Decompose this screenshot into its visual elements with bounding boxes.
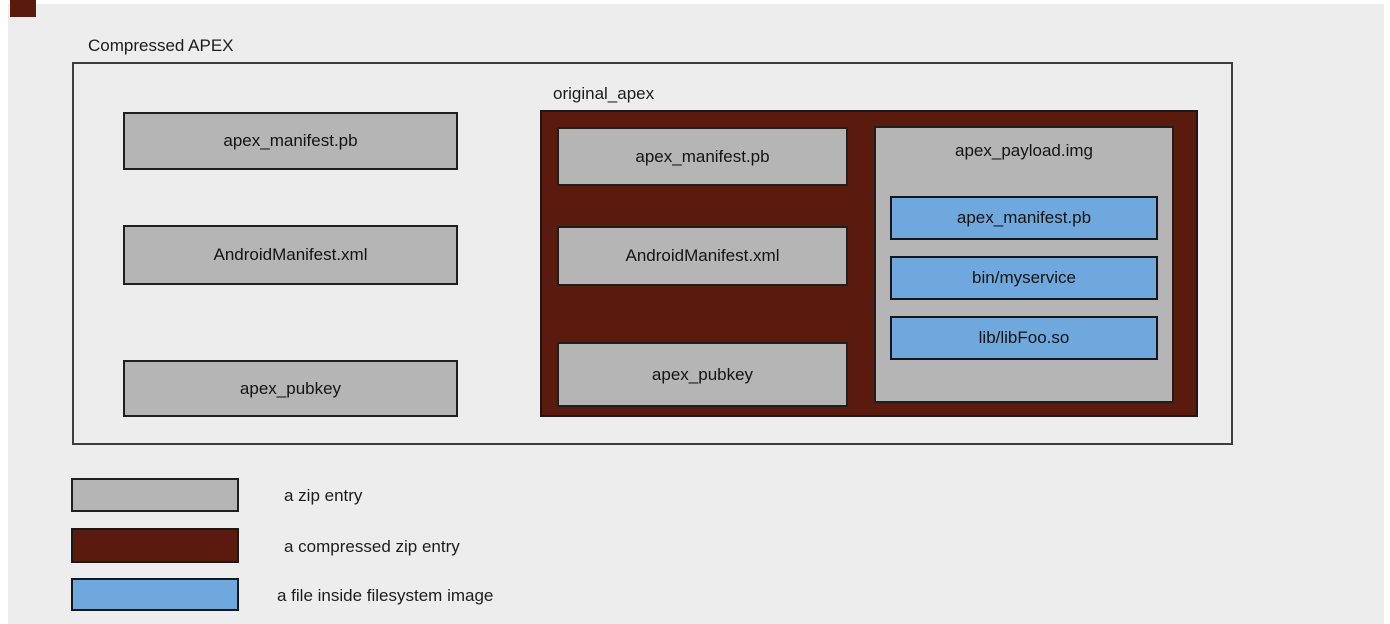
filesystem-file-box: apex_manifest.pb — [890, 196, 1158, 240]
legend-swatch-filesystem-file — [71, 578, 239, 611]
compressed-apex-container — [72, 62, 1233, 445]
legend-label-filesystem-file: a file inside filesystem image — [277, 586, 494, 605]
filesystem-file-label: lib/libFoo.so — [978, 328, 1070, 347]
filesystem-file-label: apex_manifest.pb — [956, 208, 1092, 227]
zip-entry-label: apex_manifest.pb — [223, 131, 358, 150]
zip-entry-box: AndroidManifest.xml — [123, 225, 458, 285]
zip-entry-box: apex_pubkey — [123, 360, 458, 417]
clipped-shape-artifact — [10, 0, 36, 17]
zip-entry-box: apex_manifest.pb — [557, 127, 848, 186]
legend-label-compressed-zip-entry: a compressed zip entry — [284, 537, 460, 556]
legend-label-zip-entry: a zip entry — [284, 486, 363, 505]
zip-entry-label: apex_pubkey — [239, 378, 342, 398]
zip-entry-box: AndroidManifest.xml — [557, 226, 848, 286]
zip-entry-label: AndroidManifest.xml — [625, 246, 780, 265]
legend-swatch-compressed-zip-entry — [71, 528, 239, 563]
filesystem-file-box: bin/myservice — [890, 256, 1158, 300]
legend-swatch-zip-entry — [71, 478, 239, 512]
apex-payload-label: apex_payload.img — [955, 141, 1093, 160]
zip-entry-label: apex_pubkey — [651, 364, 754, 384]
filesystem-file-label: bin/myservice — [972, 268, 1076, 287]
zip-entry-label: AndroidManifest.xml — [213, 245, 368, 264]
filesystem-file-box: lib/libFoo.so — [890, 316, 1158, 360]
original-apex-label: original_apex — [553, 84, 655, 103]
zip-entry-box: apex_pubkey — [557, 342, 848, 407]
zip-entry-box: apex_manifest.pb — [123, 112, 458, 170]
diagram-title: Compressed APEX — [88, 36, 234, 55]
zip-entry-label: apex_manifest.pb — [635, 146, 770, 166]
